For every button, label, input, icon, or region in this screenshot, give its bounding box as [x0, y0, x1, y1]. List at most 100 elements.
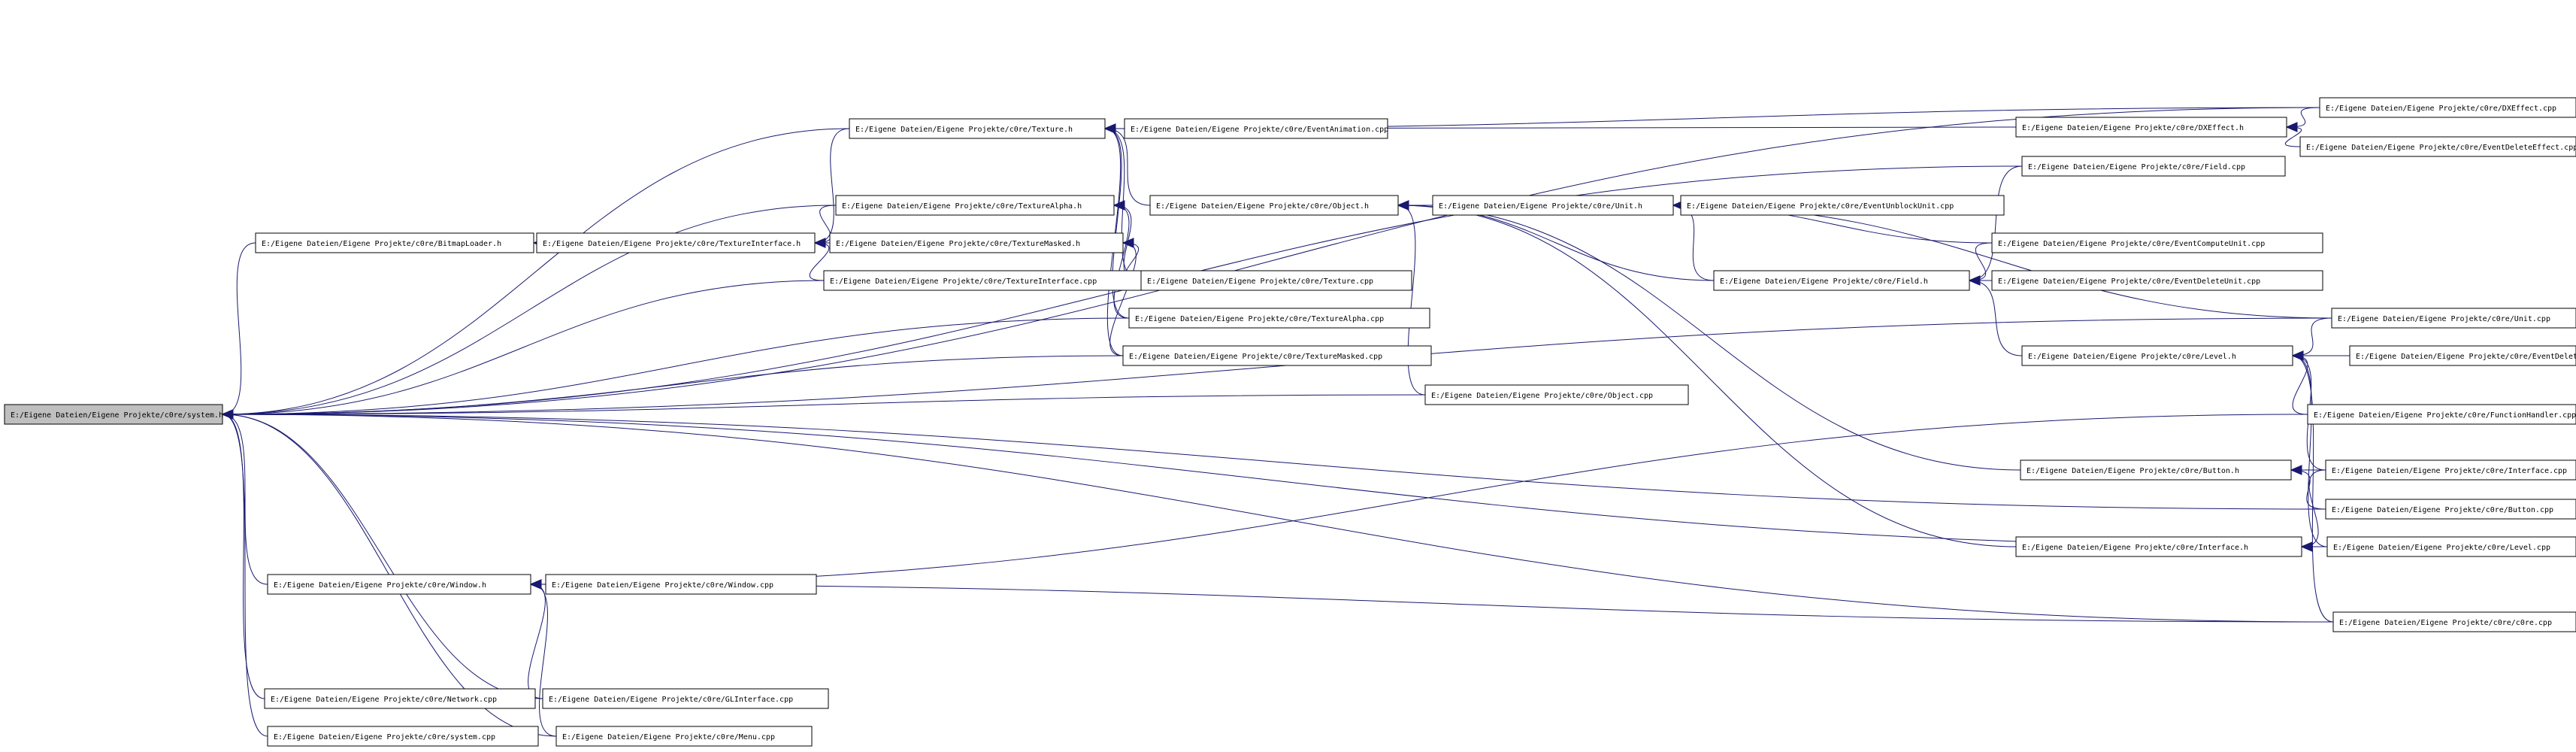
node-label: E:/Eigene Dateien/Eigene Projekte/c0re/s…	[11, 411, 223, 420]
file-node-texture-cpp[interactable]: E:/Eigene Dateien/Eigene Projekte/c0re/T…	[1140, 270, 1412, 291]
file-node-texturealpha-cpp[interactable]: E:/Eigene Dateien/Eigene Projekte/c0re/T…	[1128, 308, 1430, 329]
node-label: E:/Eigene Dateien/Eigene Projekte/c0re/B…	[2027, 467, 2239, 475]
node-box	[1991, 270, 2323, 291]
file-node-field-cpp[interactable]: E:/Eigene Dateien/Eigene Projekte/c0re/F…	[2021, 156, 2286, 177]
file-node-level-h[interactable]: E:/Eigene Dateien/Eigene Projekte/c0re/L…	[2021, 345, 2293, 366]
node-label: E:/Eigene Dateien/Eigene Projekte/c0re/F…	[2028, 163, 2245, 171]
node-label: E:/Eigene Dateien/Eigene Projekte/c0re/W…	[552, 581, 773, 590]
file-node-texturemasked-h[interactable]: E:/Eigene Dateien/Eigene Projekte/c0re/T…	[829, 232, 1124, 253]
include-edge	[2284, 126, 2302, 147]
node-label: E:/Eigene Dateien/Eigene Projekte/c0re/T…	[543, 240, 801, 248]
arrow-head	[1103, 123, 1116, 134]
node-label: E:/Eigene Dateien/Eigene Projekte/c0re/B…	[262, 240, 501, 248]
file-node-interface-h[interactable]: E:/Eigene Dateien/Eigene Projekte/c0re/I…	[2015, 536, 2302, 557]
include-edge	[530, 584, 2334, 623]
node-label: E:/Eigene Dateien/Eigene Projekte/c0re/N…	[271, 696, 497, 704]
node-box	[2325, 499, 2576, 520]
file-node-level-cpp[interactable]: E:/Eigene Dateien/Eigene Projekte/c0re/L…	[2326, 536, 2576, 557]
node-box	[829, 232, 1124, 253]
node-label: E:/Eigene Dateien/Eigene Projekte/c0re/E…	[2306, 144, 2576, 152]
file-node-functionhandler-cpp[interactable]: E:/Eigene Dateien/Eigene Projekte/c0re/F…	[2307, 404, 2576, 425]
include-edge	[1397, 205, 2021, 471]
file-node-bitmaploader-h[interactable]: E:/Eigene Dateien/Eigene Projekte/c0re/B…	[255, 232, 534, 253]
include-edge	[222, 128, 850, 415]
node-label: E:/Eigene Dateien/Eigene Projekte/c0re/T…	[836, 240, 1080, 248]
node-box	[1424, 384, 1689, 405]
arrow-head	[529, 579, 542, 590]
node-label: E:/Eigene Dateien/Eigene Projekte/c0re/T…	[1135, 315, 1384, 323]
file-node-eventcomputeunit-cpp[interactable]: E:/Eigene Dateien/Eigene Projekte/c0re/E…	[1991, 232, 2323, 253]
node-label: E:/Eigene Dateien/Eigene Projekte/c0re/O…	[1431, 392, 1653, 400]
file-node-texturemasked-cpp[interactable]: E:/Eigene Dateien/Eigene Projekte/c0re/T…	[1122, 345, 1432, 366]
node-label: E:/Eigene Dateien/Eigene Projekte/c0re/O…	[1156, 202, 1369, 211]
node-box	[2349, 345, 2576, 366]
file-node-unit-h[interactable]: E:/Eigene Dateien/Eigene Projekte/c0re/U…	[1432, 195, 1674, 216]
include-edge	[222, 414, 265, 699]
file-node-textureinterface-h[interactable]: E:/Eigene Dateien/Eigene Projekte/c0re/T…	[536, 232, 816, 253]
file-node-button-cpp[interactable]: E:/Eigene Dateien/Eigene Projekte/c0re/B…	[2325, 499, 2576, 520]
include-edge	[528, 584, 546, 699]
node-box	[1432, 195, 1674, 216]
file-node-network-cpp[interactable]: E:/Eigene Dateien/Eigene Projekte/c0re/N…	[264, 688, 536, 709]
file-node-texturealpha-h[interactable]: E:/Eigene Dateien/Eigene Projekte/c0re/T…	[835, 195, 1115, 216]
arrow-head	[1397, 200, 1409, 211]
file-node-eventunblockunit-cpp[interactable]: E:/Eigene Dateien/Eigene Projekte/c0re/E…	[1680, 195, 2005, 216]
node-box	[1991, 232, 2323, 253]
file-node-field-h[interactable]: E:/Eigene Dateien/Eigene Projekte/c0re/F…	[1713, 270, 1970, 291]
file-node-object-h[interactable]: E:/Eigene Dateien/Eigene Projekte/c0re/O…	[1149, 195, 1399, 216]
file-node-dxeffect-h[interactable]: E:/Eigene Dateien/Eigene Projekte/c0re/D…	[2015, 117, 2287, 138]
include-edge	[2292, 355, 2334, 623]
file-node-texture-h[interactable]: E:/Eigene Dateien/Eigene Projekte/c0re/T…	[849, 118, 1106, 139]
node-box	[542, 688, 829, 709]
node-label: E:/Eigene Dateien/Eigene Projekte/c0re/D…	[2326, 105, 2556, 113]
file-node-object-cpp[interactable]: E:/Eigene Dateien/Eigene Projekte/c0re/O…	[1424, 384, 1689, 405]
file-node-textureinterface-cpp[interactable]: E:/Eigene Dateien/Eigene Projekte/c0re/T…	[823, 270, 1148, 291]
node-box	[4, 404, 223, 425]
file-node-system-cpp[interactable]: E:/Eigene Dateien/Eigene Projekte/c0re/s…	[267, 726, 539, 747]
include-edge	[2292, 355, 2328, 547]
arrow-head	[1122, 238, 1134, 248]
file-node-eventdeleteunit-cpp[interactable]: E:/Eigene Dateien/Eigene Projekte/c0re/E…	[1991, 270, 2323, 291]
node-label: E:/Eigene Dateien/Eigene Projekte/c0re/F…	[1720, 277, 1928, 286]
node-box	[1124, 118, 1388, 139]
file-node-system-h[interactable]: E:/Eigene Dateien/Eigene Projekte/c0re/s…	[4, 404, 223, 425]
node-box	[1149, 195, 1399, 216]
include-edge	[222, 414, 2328, 547]
file-node-eventdeletelevel-cpp[interactable]: E:/Eigene Dateien/Eigene Projekte/c0re/E…	[2349, 345, 2576, 366]
file-node-window-h[interactable]: E:/Eigene Dateien/Eigene Projekte/c0re/W…	[267, 574, 531, 595]
file-node-dxeffect-cpp[interactable]: E:/Eigene Dateien/Eigene Projekte/c0re/D…	[2319, 97, 2576, 118]
include-edge	[222, 414, 268, 737]
file-node-menu-cpp[interactable]: E:/Eigene Dateien/Eigene Projekte/c0re/M…	[555, 726, 813, 747]
node-box	[2325, 459, 2576, 481]
include-edge	[2286, 107, 2320, 128]
node-box	[1140, 270, 1412, 291]
arrow-head	[1968, 275, 1981, 286]
file-node-c0re-cpp[interactable]: E:/Eigene Dateien/Eigene Projekte/c0re/c…	[2332, 611, 2576, 632]
file-node-glinterface-cpp[interactable]: E:/Eigene Dateien/Eigene Projekte/c0re/G…	[542, 688, 829, 709]
file-node-eventdeleteeffect-cpp[interactable]: E:/Eigene Dateien/Eigene Projekte/c0re/E…	[2299, 136, 2576, 157]
arrow-head	[2290, 465, 2302, 475]
file-node-interface-cpp[interactable]: E:/Eigene Dateien/Eigene Projekte/c0re/I…	[2325, 459, 2576, 481]
node-label: E:/Eigene Dateien/Eigene Projekte/c0re/E…	[1998, 277, 2260, 286]
include-edge	[1104, 128, 1130, 319]
file-node-unit-cpp[interactable]: E:/Eigene Dateien/Eigene Projekte/c0re/U…	[2331, 308, 2576, 329]
include-edge	[809, 242, 830, 281]
include-edge	[222, 414, 543, 699]
include-edge	[1969, 280, 2023, 356]
file-node-window-cpp[interactable]: E:/Eigene Dateien/Eigene Projekte/c0re/W…	[545, 574, 817, 595]
file-node-eventanimation-cpp[interactable]: E:/Eigene Dateien/Eigene Projekte/c0re/E…	[1124, 118, 1388, 139]
node-box	[536, 232, 816, 253]
node-box	[264, 688, 536, 709]
node-label: E:/Eigene Dateien/Eigene Projekte/c0re/E…	[2356, 353, 2576, 361]
include-edge	[1397, 205, 2017, 547]
include-edge	[222, 394, 1426, 415]
node-box	[2332, 611, 2576, 632]
include-edge	[222, 317, 2332, 415]
node-label: E:/Eigene Dateien/Eigene Projekte/c0re/T…	[1147, 277, 1373, 286]
node-label: E:/Eigene Dateien/Eigene Projekte/c0re/U…	[2338, 315, 2550, 323]
node-label: E:/Eigene Dateien/Eigene Projekte/c0re/M…	[562, 733, 775, 741]
node-box	[545, 574, 817, 595]
file-node-button-h[interactable]: E:/Eigene Dateien/Eigene Projekte/c0re/B…	[2020, 459, 2292, 481]
node-box	[2307, 404, 2576, 425]
